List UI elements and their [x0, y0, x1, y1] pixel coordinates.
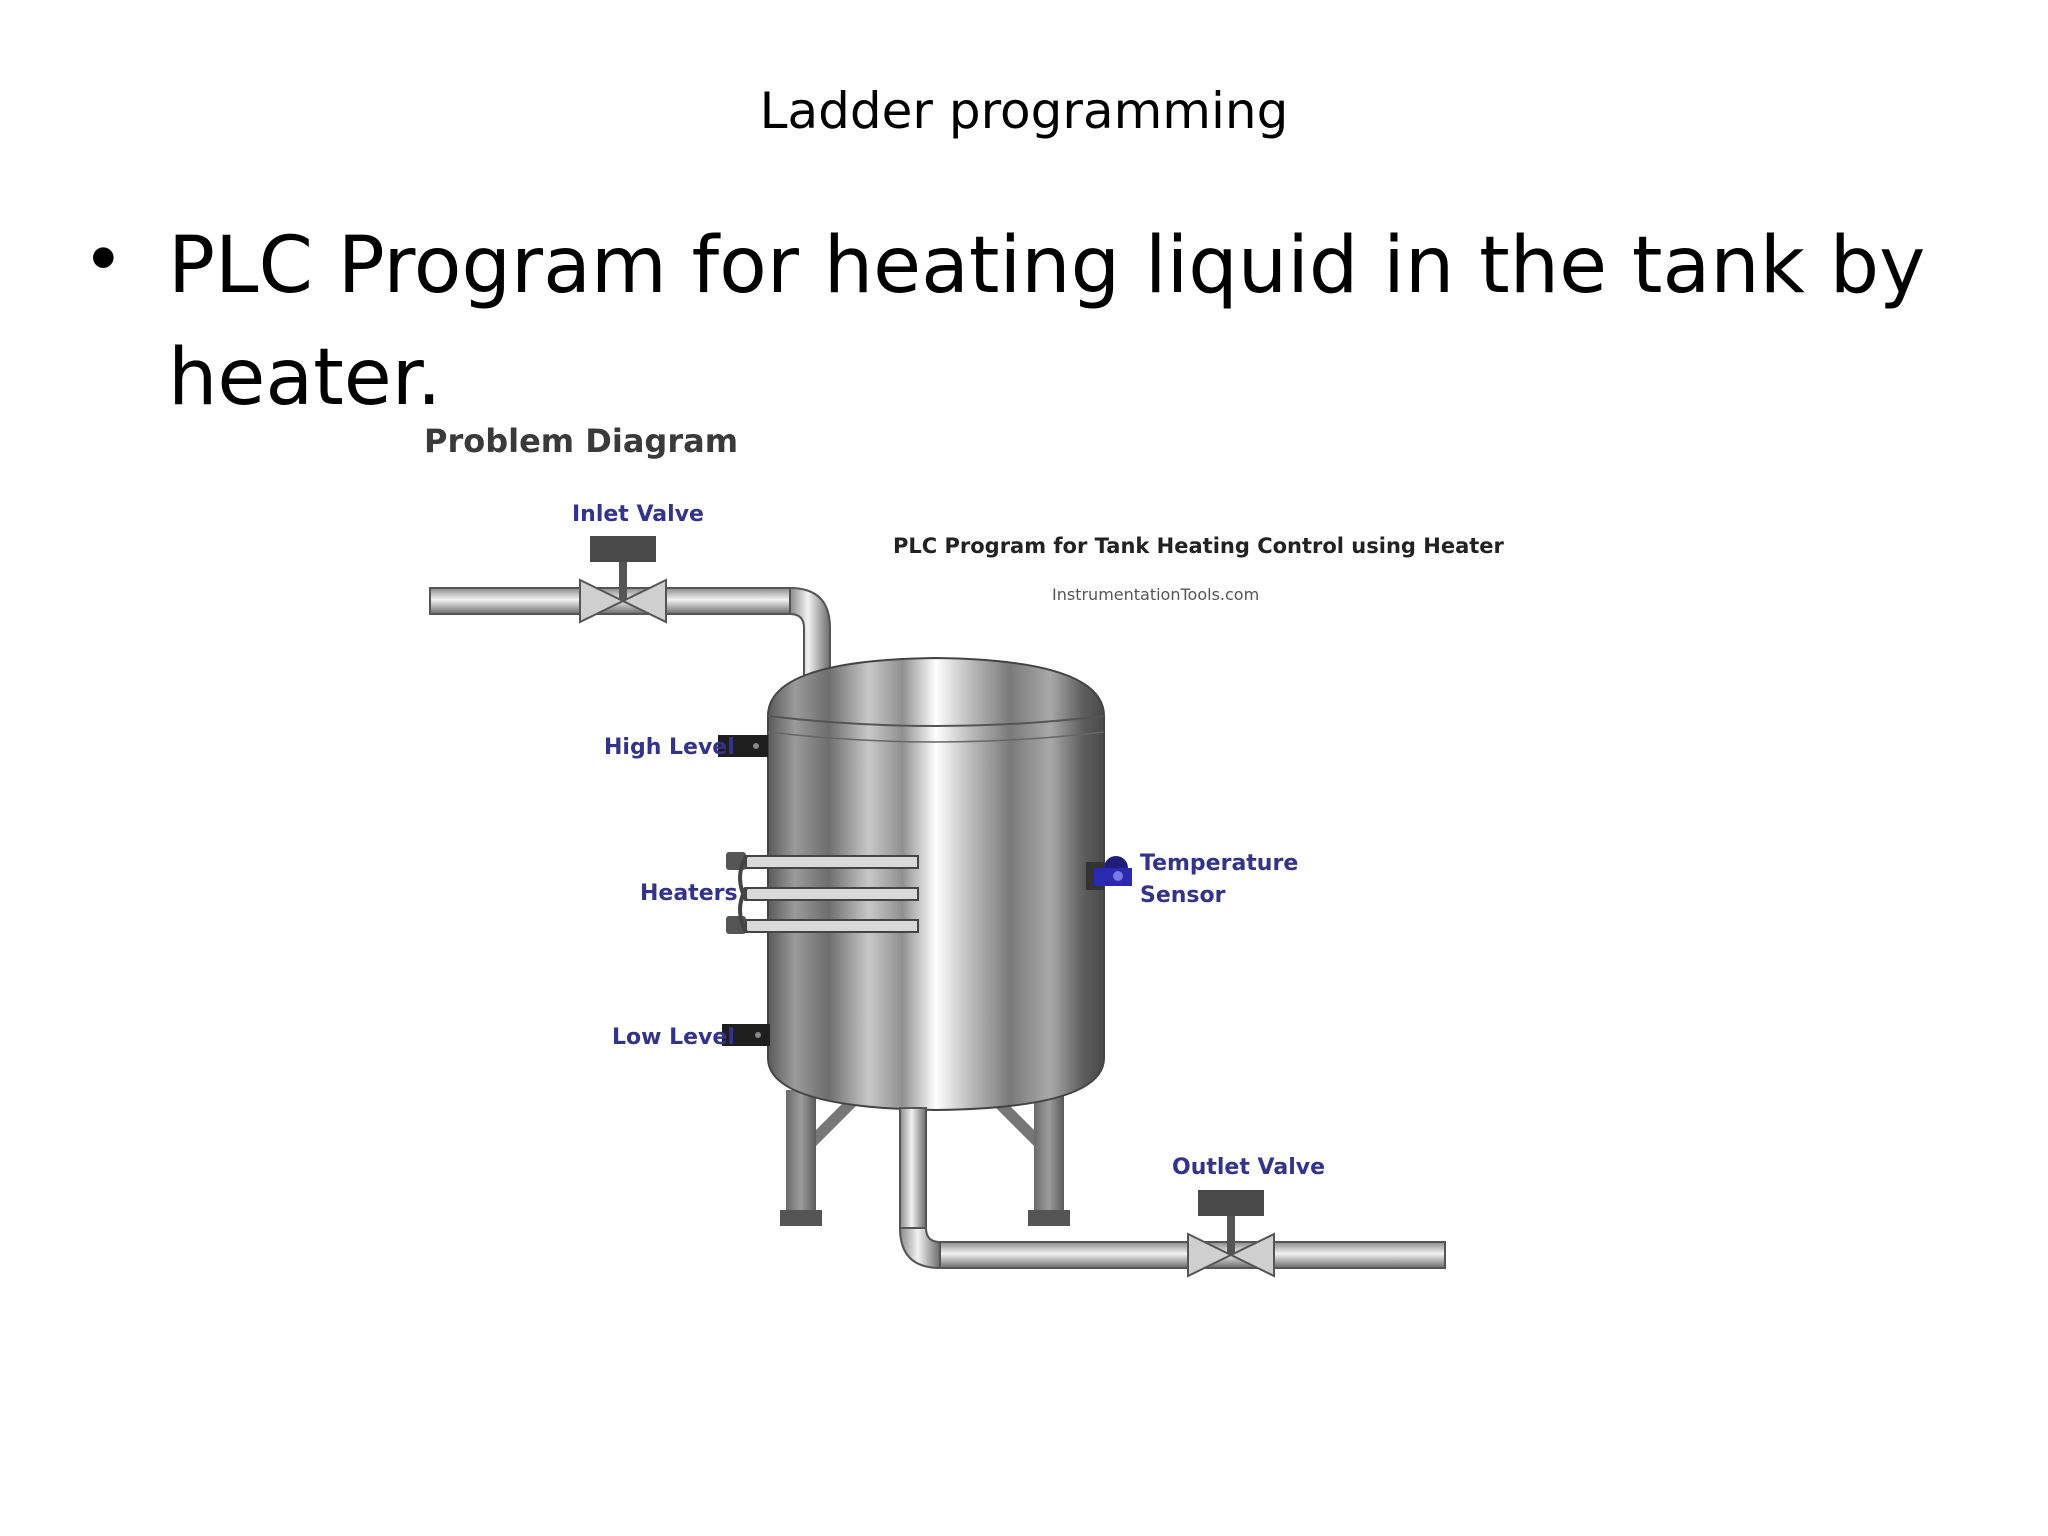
high-level-label: High Level	[604, 735, 735, 760]
inlet-valve-icon	[579, 536, 667, 624]
high-level-switch-icon	[718, 735, 768, 757]
problem-diagram-heading: Problem Diagram	[424, 422, 738, 460]
credit-text: InstrumentationTools.com	[1052, 585, 1259, 604]
tank-legs	[780, 1090, 1070, 1226]
low-level-switch-icon	[722, 1024, 770, 1046]
temperature-label: Temperature	[1140, 851, 1298, 876]
sensor-label: Sensor	[1140, 883, 1226, 908]
tank-body	[767, 656, 1105, 1112]
heaters-label: Heaters	[640, 881, 738, 906]
inlet-valve-label: Inlet Valve	[572, 502, 704, 527]
figure-title: PLC Program for Tank Heating Control usi…	[893, 534, 1505, 558]
outlet-pipe	[898, 1107, 1446, 1270]
bullet-dot: •	[90, 215, 117, 300]
outlet-valve-label: Outlet Valve	[1172, 1155, 1325, 1180]
bullet-text: PLC Program for heating liquid in the ta…	[168, 221, 1926, 423]
temperature-sensor-icon	[1086, 856, 1132, 890]
slide-title: Ladder programming	[759, 82, 1289, 140]
low-level-label: Low Level	[612, 1025, 735, 1050]
outlet-valve-icon	[1187, 1190, 1275, 1278]
heaters-icon	[726, 852, 919, 934]
